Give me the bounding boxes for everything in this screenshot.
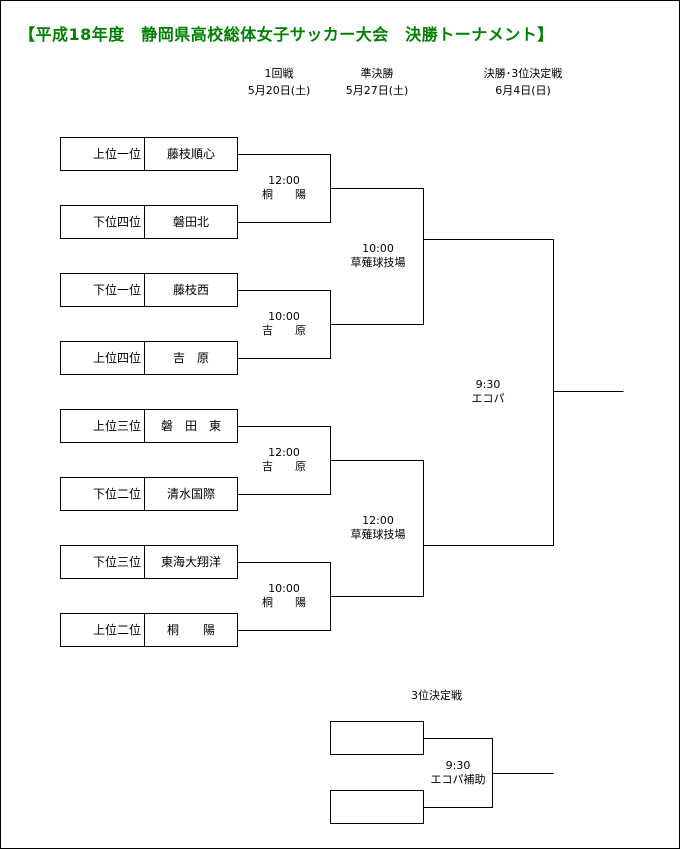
- bracket-line-sf-2: [330, 460, 424, 597]
- round-date: 5月27日(土): [345, 84, 409, 97]
- third-place-title: 3位決定戦: [411, 689, 462, 702]
- match-time: 12:00: [268, 174, 300, 187]
- round-name: 決勝･3位決定戦: [483, 67, 563, 80]
- team-name: 桐 陽: [144, 613, 238, 647]
- team-seed: 上位四位: [60, 341, 145, 375]
- team-seed: 下位三位: [60, 545, 145, 579]
- match-label-r1: 12:00 吉 原: [241, 446, 327, 474]
- team-name: 藤枝西: [144, 273, 238, 307]
- team-seed: 下位四位: [60, 205, 145, 239]
- round-name: 準決勝: [360, 67, 394, 80]
- match-venue: 桐 陽: [262, 596, 306, 609]
- round-name: 1回戦: [264, 67, 294, 80]
- match-venue: エコパ補助: [430, 773, 486, 786]
- match-time: 10:00: [268, 310, 300, 323]
- match-venue: 吉 原: [262, 324, 306, 337]
- team-seed: 上位一位: [60, 137, 145, 171]
- match-time: 9:30: [445, 759, 471, 772]
- team-seed: 下位一位: [60, 273, 145, 307]
- team-name: 吉 原: [144, 341, 238, 375]
- match-time: 12:00: [362, 514, 394, 527]
- match-label-semifinal: 12:00 草薙球技場: [335, 514, 421, 542]
- round-date: 6月4日(日): [495, 84, 551, 97]
- match-time: 12:00: [268, 446, 300, 459]
- match-venue: 吉 原: [262, 460, 306, 473]
- match-label-r1: 10:00 桐 陽: [241, 582, 327, 610]
- round-header-final: 決勝･3位決定戦 6月4日(日): [459, 65, 587, 99]
- team-seed: 上位三位: [60, 409, 145, 443]
- page-title: 【平成18年度 静岡県高校総体女子サッカー大会 決勝トーナメント】: [19, 25, 554, 44]
- round-date: 5月20日(土): [247, 84, 311, 97]
- match-label-semifinal: 10:00 草薙球技場: [335, 242, 421, 270]
- bracket-line-final: [423, 239, 554, 546]
- team-seed: 上位二位: [60, 613, 145, 647]
- match-label-final: 9:30 エコパ: [445, 378, 531, 406]
- team-name: 藤枝順心: [144, 137, 238, 171]
- round-header-semifinal: 準決勝 5月27日(土): [335, 65, 419, 99]
- match-venue: 草薙球技場: [350, 256, 406, 269]
- third-place-slot: [330, 790, 424, 824]
- match-time: 10:00: [268, 582, 300, 595]
- third-place-slot: [330, 721, 424, 755]
- round-header-first: 1回戦 5月20日(土): [241, 65, 317, 99]
- team-name: 磐田北: [144, 205, 238, 239]
- match-label-r1: 12:00 桐 陽: [241, 174, 327, 202]
- match-label-r1: 10:00 吉 原: [241, 310, 327, 338]
- match-venue: 草薙球技場: [350, 528, 406, 541]
- match-venue: エコパ: [471, 392, 505, 405]
- team-seed: 下位二位: [60, 477, 145, 511]
- bracket-line-sf-1: [330, 188, 424, 325]
- match-venue: 桐 陽: [262, 188, 306, 201]
- match-label-third-place: 9:30 エコパ補助: [425, 759, 491, 787]
- team-name: 清水国際: [144, 477, 238, 511]
- team-name: 東海大翔洋: [144, 545, 238, 579]
- match-time: 10:00: [362, 242, 394, 255]
- team-name: 磐 田 東: [144, 409, 238, 443]
- match-time: 9:30: [475, 378, 501, 391]
